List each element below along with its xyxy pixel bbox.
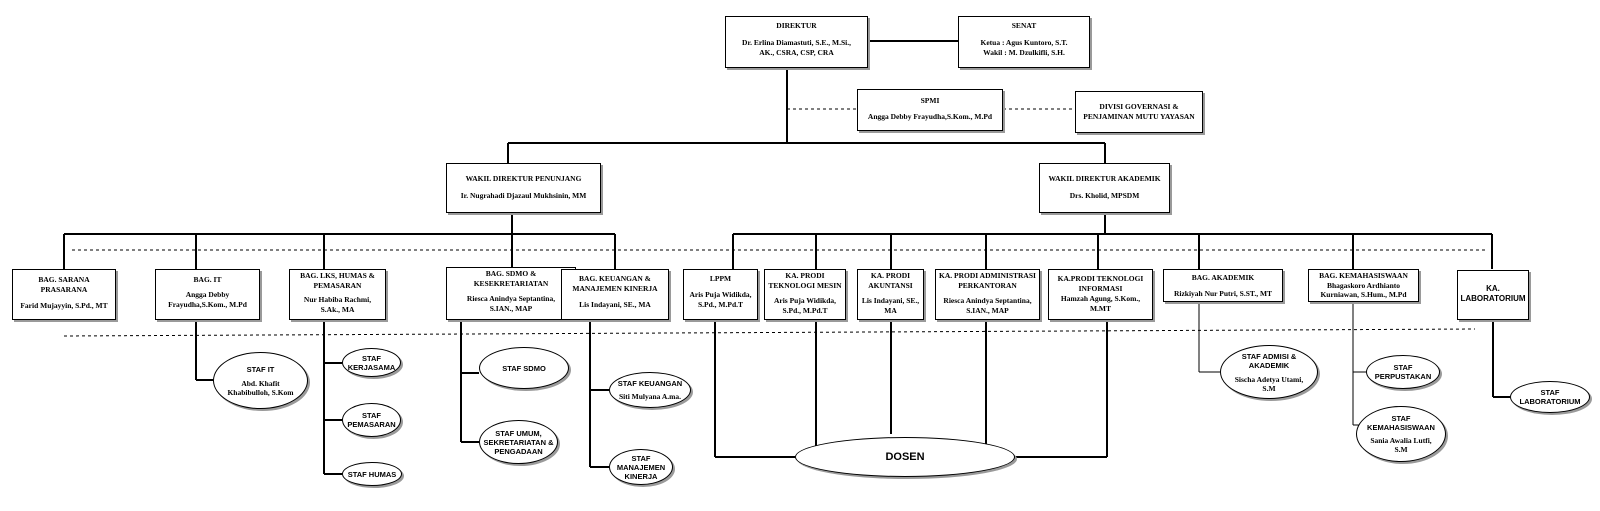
kaprodi-tm-box: KA. PRODI TEKNOLOGI MESIN Aris Puja Widi… [764, 269, 846, 320]
staf-sdmo-title: STAF SDMO [502, 363, 546, 373]
staf-kemahasiswaan-person: Sania Awalia Lutfi, S.M [1370, 436, 1432, 454]
staf-laboratorium-ellipse: STAF LABORATORIUM [1510, 381, 1590, 413]
staf-keuangan-ellipse: STAF KEUANGAN Siti Mulyana A.ma. [609, 372, 691, 408]
lppm-box: LPPM Aris Puja Widikda, S.Pd., M.Pd.T [683, 269, 758, 320]
senat-box: SENAT Ketua : Agus Kuntoro, S.T. Wakil :… [958, 16, 1090, 68]
staf-manajemen-kinerja-ellipse: STAF MANAJEMEN KINERJA [609, 449, 673, 485]
senat-person: Ketua : Agus Kuntoro, S.T. Wakil : M. Dz… [980, 38, 1068, 57]
lppm-title: LPPM [709, 274, 732, 283]
staf-pemasaran-ellipse: STAF PEMASARAN [342, 403, 401, 437]
divisi-governasi-title: DIVISI GOVERNASI & PENJAMINAN MUTU YAYAS… [1083, 102, 1195, 121]
kaprodi-ap-person: Riesca Anindya Septantina, S.IAN., MAP [943, 296, 1032, 315]
bag-it-box: BAG. IT Angga Debby Frayudha,S.Kom., M.P… [155, 269, 260, 320]
bag-keuangan-title: BAG. KEUANGAN & MANAJEMEN KINERJA [572, 274, 658, 293]
spmi-person: Angga Debby Frayudha,S.Kom., M.Pd [867, 112, 993, 121]
staf-it-title: STAF IT [246, 364, 275, 374]
wakil-akademik-person: Drs. Kholid, MPSDM [1069, 191, 1140, 200]
direktur-box: DIREKTUR Dr. Erlina Diamastuti, S.E., M.… [725, 16, 868, 68]
bag-lks-box: BAG. LKS, HUMAS & PEMASARAN Nur Habiba R… [289, 269, 386, 320]
staf-admisi-ellipse: STAF ADMISI & AKADEMIK Sischa Adetya Uta… [1220, 345, 1318, 399]
spmi-box: SPMI Angga Debby Frayudha,S.Kom., M.Pd [857, 89, 1003, 131]
staf-humas-ellipse: STAF HUMAS [342, 462, 402, 486]
senat-title: SENAT [1011, 21, 1037, 30]
direktur-person: Dr. Erlina Diamastuti, S.E., M.Si., AK.,… [742, 38, 851, 57]
kaprodi-ak-box: KA. PRODI AKUNTANSI Lis Indayani, SE., M… [857, 269, 924, 320]
bag-it-person: Angga Debby Frayudha,S.Kom., M.Pd [168, 290, 247, 309]
bag-akademik-box: BAG. AKADEMIK Rizkiyah Nur Putri, S.ST.,… [1163, 269, 1283, 302]
bag-sarana-box: BAG. SARANA PRASARANA Farid Mujayyin, S.… [12, 269, 116, 320]
wakil-akademik-title: WAKIL DIREKTUR AKADEMIK [1048, 174, 1161, 183]
staf-kemahasiswaan-title: STAF KEMAHASISWAAN [1367, 414, 1435, 432]
bag-lks-title: BAG. LKS, HUMAS & PEMASARAN [300, 271, 375, 290]
wakil-penunjang-box: WAKIL DIREKTUR PENUNJANG Ir. Nugrahadi D… [446, 163, 601, 213]
lppm-person: Aris Puja Widikda, S.Pd., M.Pd.T [689, 290, 752, 309]
divisi-governasi-box: DIVISI GOVERNASI & PENJAMINAN MUTU YAYAS… [1075, 91, 1203, 133]
staf-kerjasama-ellipse: STAF KERJASAMA [342, 348, 401, 377]
bag-akademik-person: Rizkiyah Nur Putri, S.ST., MT [1173, 289, 1273, 298]
staf-keuangan-title: STAF KEUANGAN [617, 379, 683, 388]
staf-perpustakaan-ellipse: STAF PERPUSTAKAN [1366, 355, 1440, 389]
staf-kerjasama-title: STAF KERJASAMA [347, 353, 396, 372]
bag-keuangan-person: Lis Indayani, SE., MA [579, 300, 651, 309]
staf-keuangan-person: Siti Mulyana A.ma. [618, 392, 682, 401]
kaprodi-tm-title: KA. PRODI TEKNOLOGI MESIN [768, 271, 842, 290]
staf-umum-title: STAF UMUM, SEKRETARIATAN & PENGADAAN [483, 428, 554, 456]
direktur-title: DIREKTUR [776, 21, 817, 30]
wakil-penunjang-title: WAKIL DIREKTUR PENUNJANG [465, 174, 582, 183]
kaprodi-ap-box: KA. PRODI ADMINISTRASI PERKANTORAN Riesc… [935, 269, 1040, 320]
bag-sdmo-title: BAG. SDMO & KESEKRETARIATAN [473, 269, 549, 288]
kaprodi-tm-person: Aris Puja Widikda, S.Pd., M.Pd.T [773, 296, 837, 315]
staf-sdmo-ellipse: STAF SDMO [479, 347, 569, 389]
bag-sarana-title: BAG. SARANA PRASARANA [38, 275, 90, 294]
kaprodi-ti-box: KA.PRODI TEKNOLOGI INFORMASI Hamzah Agun… [1048, 269, 1153, 320]
kaprodi-ak-title: KA. PRODI AKUNTANSI [868, 271, 913, 290]
staf-kemahasiswaan-ellipse: STAF KEMAHASISWAAN Sania Awalia Lutfi, S… [1356, 406, 1446, 462]
bag-lks-person: Nur Habiba Rachmi, S.Ak., MA [303, 295, 372, 314]
staf-admisi-person: Sischa Adetya Utami, S.M [1234, 374, 1304, 393]
staf-pemasaran-title: STAF PEMASARAN [347, 411, 396, 429]
ka-laboratorium-box: KA. LABORATORIUM [1457, 270, 1529, 320]
bag-it-title: BAG. IT [193, 275, 222, 284]
staf-humas-title: STAF HUMAS [347, 469, 397, 479]
staf-perpustakaan-title: STAF PERPUSTAKAN [1374, 363, 1432, 381]
bag-sarana-person: Farid Mujayyin, S.Pd., MT [20, 301, 108, 310]
wakil-penunjang-person: Ir. Nugrahadi Djazaul Mukhsinin, MM [460, 191, 587, 200]
wakil-akademik-box: WAKIL DIREKTUR AKADEMIK Drs. Kholid, MPS… [1039, 163, 1170, 213]
staf-it-person: Abd. Khafit Khabibulloh, S.Kom [227, 378, 294, 397]
bag-kemahasiswaan-title: BAG. KEMAHASISWAAN [1319, 271, 1408, 280]
bag-keuangan-box: BAG. KEUANGAN & MANAJEMEN KINERJA Lis In… [561, 269, 669, 320]
bag-sdmo-box: BAG. SDMO & KESEKRETARIATAN Riesca Anind… [446, 267, 576, 320]
bag-sdmo-person: Riesca Anindya Septantina, S.IAN., MAP [466, 294, 556, 313]
staf-manajemen-kinerja-title: STAF MANAJEMEN KINERJA [616, 453, 666, 481]
ka-laboratorium-title: KA. LABORATORIUM [1460, 284, 1526, 303]
staf-it-ellipse: STAF IT Abd. Khafit Khabibulloh, S.Kom [213, 352, 308, 409]
kaprodi-ak-person: Lis Indayani, SE., MA [861, 296, 920, 315]
dosen-ellipse: DOSEN [795, 437, 1015, 477]
bag-kemahasiswaan-box: BAG. KEMAHASISWAAN Bhagaskoro Ardhianto … [1308, 269, 1419, 302]
staf-umum-ellipse: STAF UMUM, SEKRETARIATAN & PENGADAAN [479, 420, 558, 464]
kaprodi-ap-title: KA. PRODI ADMINISTRASI PERKANTORAN [939, 271, 1036, 290]
bag-akademik-title: BAG. AKADEMIK [1191, 273, 1255, 282]
dosen-title: DOSEN [885, 450, 925, 463]
bag-kemahasiswaan-person: Bhagaskoro Ardhianto Kurniawan, S.Hum., … [1320, 281, 1407, 299]
spmi-title: SPMI [920, 96, 940, 105]
staf-laboratorium-title: STAF LABORATORIUM [1519, 388, 1581, 406]
staf-admisi-title: STAF ADMISI & AKADEMIK [1241, 351, 1297, 370]
kaprodi-ti-person: Hamzah Agung, S.Kom., M.MT [1060, 294, 1141, 313]
kaprodi-ti-title: KA.PRODI TEKNOLOGI INFORMASI [1057, 274, 1144, 293]
